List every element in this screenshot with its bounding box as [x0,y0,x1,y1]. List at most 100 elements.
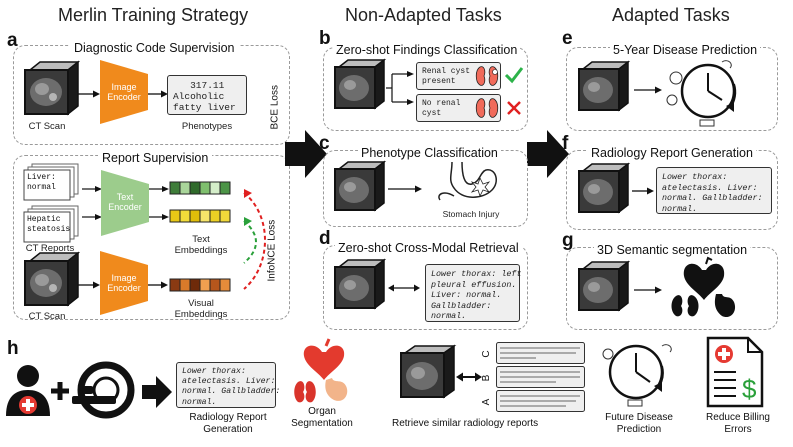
ct-scan-cube [578,162,631,214]
arrow-icon [634,86,662,94]
text-encoder-line-1: Text [116,192,134,202]
kidney-icon [475,66,499,86]
organ-seg-label: Organ Segmentation [286,406,358,430]
visual-embeddings-label: Visual Embeddings [170,298,232,320]
ct-scan-cube [400,344,457,399]
text-encoder-label: Text Encoder [101,192,149,212]
infonce-arrows [243,189,266,290]
patient-icon [6,365,50,416]
branch-arrows [386,71,414,105]
panel-h-letter: h [7,338,19,359]
panel-a-letter: a [7,30,18,51]
h-report-box: Lower thorax: atelectasis. Liver: normal… [176,362,280,408]
big-arrow-icon [527,130,569,178]
billing-label: Reduce Billing Errors [696,412,780,436]
visual-embeddings-line-1: Visual [188,298,214,309]
report-doc-2: Hepatic steatosis [27,215,71,234]
panel-d-title: Zero-shot Cross-Modal Retrieval [335,241,522,255]
ct-machine-icon [72,361,135,419]
panel-f-letter: f [562,133,569,154]
diagnostic-title: Diagnostic Code Supervision [70,41,239,55]
colored-organs-icon [294,338,348,403]
retrieved-reports [496,342,585,412]
svg-text:$: $ [742,374,757,404]
ct-scan-cube [334,258,387,310]
panel-f-title: Radiology Report Generation [588,146,756,160]
text-embeddings-line-2: Embeddings [174,245,228,256]
panel-d-letter: d [319,228,331,249]
text-embeddings-label: Text Embeddings [170,234,232,256]
h-report-label-line-2: Generation [203,424,253,435]
arrows-icon [149,186,169,220]
future-label-line-2: Prediction [616,424,662,435]
stomach-injury-label: Stomach Injury [442,209,500,219]
ct-scan-cube [334,160,387,212]
bidirectional-arrow-icon [388,284,420,292]
big-arrow-icon [142,376,172,408]
ct-scan-cube [578,60,631,112]
image-encoder-label: Image Encoder [100,82,148,102]
billing-label-line-2: Errors [724,424,752,435]
panel-g-letter: g [562,230,574,251]
visual-embeddings [169,278,231,292]
stomach-icon [438,161,497,201]
retrieve-label: Retrieve similar radiology reports [392,418,539,429]
clock-prediction-icon [666,60,737,127]
diagnostic-code-box: 317.11 Alcoholic fatty liver [167,75,247,115]
panel-g-title: 3D Semantic segmentation [594,243,751,257]
billing-label-line-1: Reduce Billing [706,412,770,423]
retrieval-report-box: Lower thorax: left pleural effusion. Liv… [425,264,521,322]
organs-icon [671,256,736,318]
finding-absent-box: No renal cyst [416,94,501,122]
organ-seg-line-2: Segmentation [291,418,353,429]
h-report-label: Radiology Report Generation [176,412,280,436]
text-encoder-shape [101,170,149,236]
big-arrow-icon [285,130,327,178]
arrow-icon [634,286,662,294]
report-documents [23,163,79,243]
bce-loss-label: BCE Loss [269,85,281,130]
panel-b-letter: b [319,28,331,49]
encoder-line-2: Encoder [107,92,141,102]
future-label: Future Disease Prediction [596,412,682,436]
future-label-line-1: Future Disease [605,412,673,423]
arrows-icon [82,186,102,220]
ct-scan-label-2: CT Scan [28,311,66,322]
cross-icon [507,101,521,115]
abc-labels: C B A [480,342,494,414]
ct-scan-cube [24,60,81,116]
image-encoder-shape-2 [100,251,148,315]
finding-present-box: Renal cyst present [416,62,501,90]
encoder2-line-1: Image [111,273,137,283]
text-embeddings-line-1: Text [192,234,210,245]
billing-document-icon: $ [706,336,764,408]
header-adapted: Adapted Tasks [612,5,730,25]
image-encoder-label-2: Image Encoder [100,273,148,293]
generated-report-box: Lower thorax: atelectasis. Liver: normal… [656,167,772,214]
ct-scan-cube [578,260,631,312]
ct-scan-cube [24,251,81,307]
panel-e-title: 5-Year Disease Prediction [610,43,761,57]
ct-scan-cube [334,58,387,110]
report-doc-1: Liver: normal [27,173,56,192]
header-training: Merlin Training Strategy [58,5,249,25]
arrow-icon [632,187,654,195]
kidney-icon [475,98,499,118]
visual-embeddings-line-2: Embeddings [174,309,228,320]
check-icon [504,67,524,84]
arrow-icon [148,90,168,98]
text-encoder-line-2: Encoder [108,202,142,212]
encoder2-line-2: Encoder [107,283,141,293]
plus-icon [51,382,69,400]
image-encoder-shape [100,60,148,124]
h-report-label-line-1: Radiology Report [189,412,267,423]
panel-c-title: Phenotype Classification [358,146,501,160]
infonce-label: InfoNCE Loss [266,219,278,282]
future-clock-icon [602,344,672,407]
text-embeddings [169,181,231,223]
arrow-icon [148,281,168,289]
ct-scan-label: CT Scan [28,121,66,132]
arrow-icon [388,185,422,193]
arrow-icon [78,281,100,289]
bidirectional-arrow-icon [456,372,482,382]
